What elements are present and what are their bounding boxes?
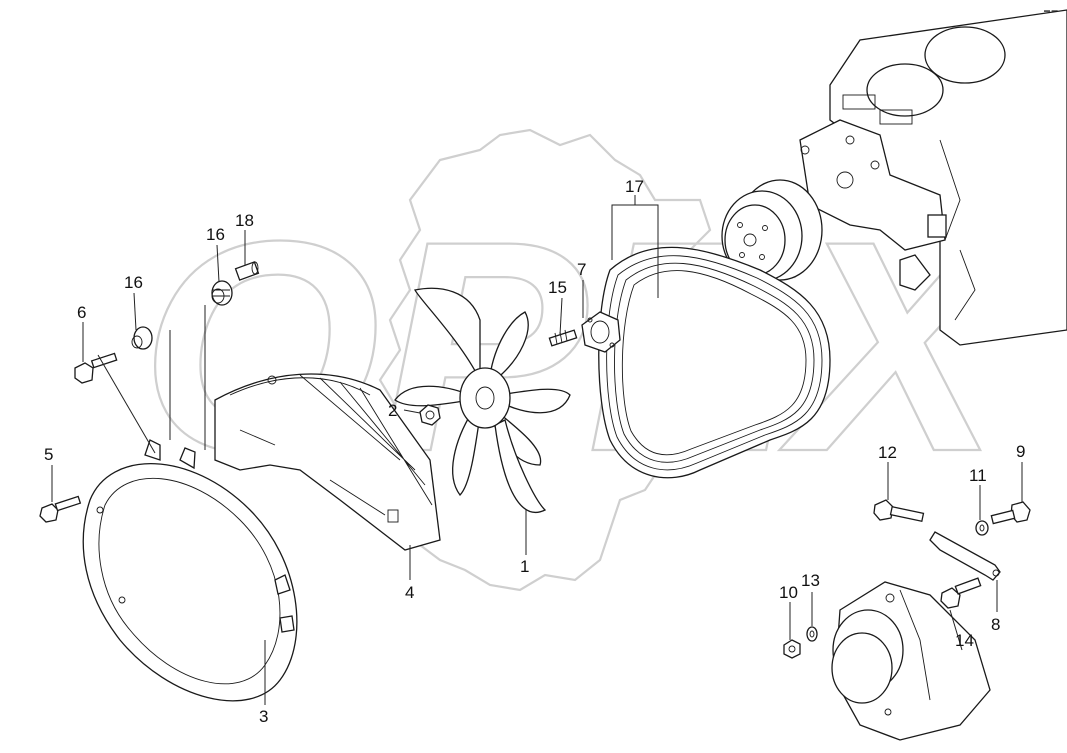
alternator: [831, 581, 991, 741]
hex-nut-2: [419, 404, 441, 426]
fan-spacer: [581, 311, 621, 353]
washer-11: [975, 520, 989, 536]
bolt-14: [940, 577, 982, 609]
fan-shroud-upper: [214, 373, 441, 551]
callout-14: 14: [955, 631, 974, 650]
callout-16b: 16: [206, 225, 225, 244]
leader-lines: [51, 195, 1023, 705]
bolt-6: [74, 352, 118, 384]
nut-10: [783, 639, 801, 659]
grommet-16b: [211, 280, 233, 306]
bolt-9: [990, 501, 1031, 525]
callout-11: 11: [969, 466, 987, 485]
callout-17: 17: [625, 177, 644, 196]
callout-5: 5: [44, 445, 53, 464]
callout-16a: 16: [124, 273, 143, 292]
watermark-gear: [373, 128, 712, 592]
corner-mark: ▬ ▬: [1044, 8, 1058, 14]
callout-12: 12: [878, 443, 897, 462]
callout-10: 10: [779, 583, 798, 602]
water-pump: [799, 119, 947, 291]
washer-13: [806, 626, 818, 642]
callout-8: 8: [991, 615, 1000, 634]
callout-15: 15: [548, 278, 567, 297]
callout-9: 9: [1016, 442, 1025, 461]
callout-3: 3: [259, 707, 268, 726]
alternator-bracket: [929, 531, 1001, 581]
v-belt: [598, 246, 831, 479]
callout-7: 7: [577, 260, 586, 279]
water-pump-pulley: [721, 179, 823, 282]
callout-6: 6: [77, 303, 86, 322]
callout-1: 1: [520, 557, 529, 576]
callout-2: 2: [388, 401, 397, 420]
callout-13: 13: [801, 571, 820, 590]
bolt-12: [873, 499, 925, 523]
cooling-fan: [394, 287, 571, 514]
callout-labels: 1 2 3 4 5 6 7 8 9 10 11 12 13 14 15 16 1…: [44, 177, 1025, 726]
callout-18: 18: [235, 211, 254, 230]
grommet-16a: [131, 326, 153, 350]
fan-ring: [82, 439, 298, 702]
stud-bolt: [548, 329, 578, 347]
callout-4: 4: [405, 583, 414, 602]
collar-18: [234, 261, 260, 281]
bolt-5: [39, 495, 82, 523]
engine-block: [829, 9, 1067, 346]
